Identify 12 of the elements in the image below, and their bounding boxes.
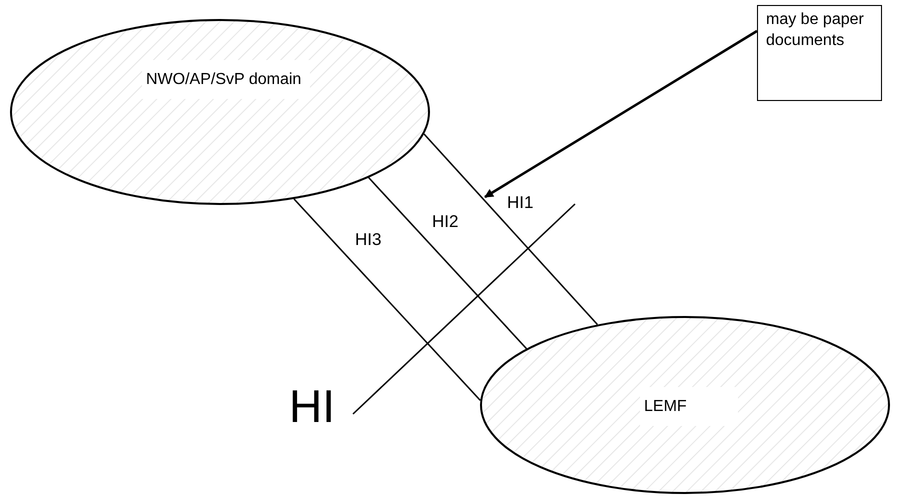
- note-box: may be paper documents: [757, 5, 882, 101]
- edge-label: HI3: [355, 230, 382, 250]
- connector-line: [423, 134, 598, 326]
- arrow: [484, 30, 758, 198]
- connector-line: [293, 198, 481, 401]
- leader-line: [352, 203, 576, 415]
- ellipse-label: NWO/AP/SvP domain: [142, 60, 310, 99]
- connector-line: [368, 177, 527, 350]
- interface-label: HI: [289, 383, 335, 429]
- edge-label: HI1: [507, 193, 534, 213]
- edge-label: HI2: [432, 212, 458, 232]
- ellipse-label: LEMF: [640, 387, 738, 426]
